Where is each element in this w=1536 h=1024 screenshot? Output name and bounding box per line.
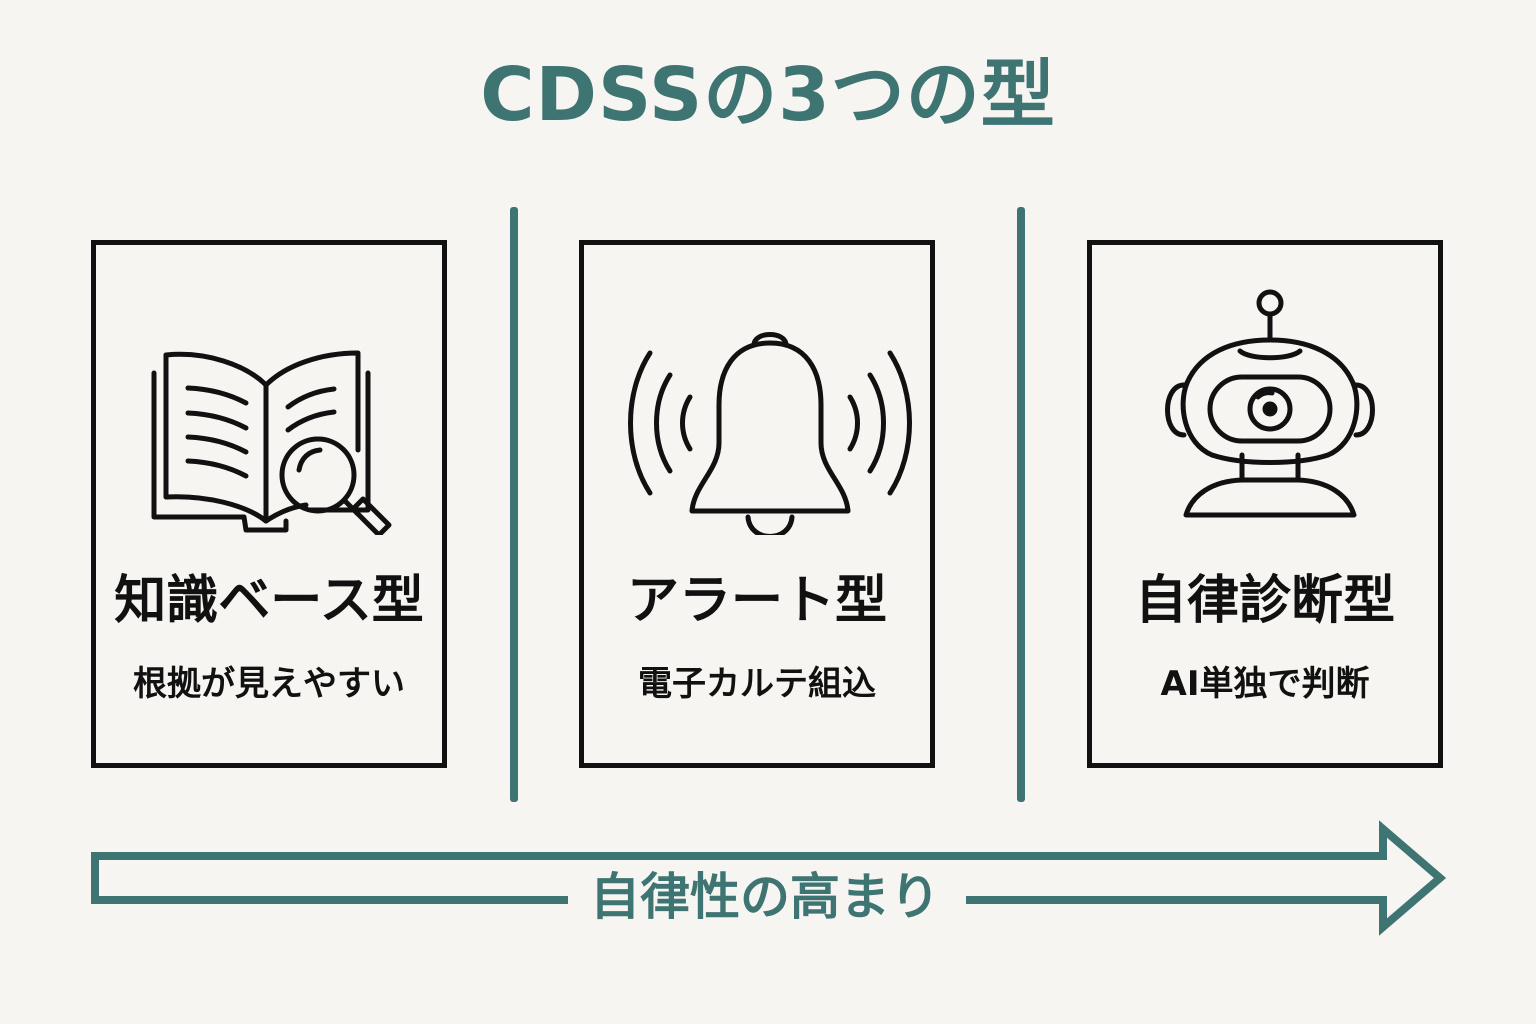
card-autonomous: 自律診断型 AI単独で判断: [1087, 240, 1443, 768]
card-title: 知識ベース型: [114, 571, 424, 631]
robot-icon: [1165, 289, 1375, 518]
arrow-label: 自律性の高まり: [590, 868, 940, 926]
divider-right: [1017, 207, 1025, 802]
card-subtitle: 電子カルテ組込: [638, 664, 876, 704]
ringing-bell-icon: [628, 332, 912, 535]
page-title: CDSSの3つの型: [480, 52, 1056, 138]
card-alert: アラート型 電子カルテ組込: [579, 240, 935, 768]
card-title: アラート型: [626, 571, 887, 631]
card-subtitle: 根拠が見えやすい: [133, 664, 405, 704]
divider-left: [510, 207, 518, 802]
card-knowledge-base: 知識ベース型 根拠が見えやすい: [91, 240, 447, 768]
card-subtitle: AI単独で判断: [1160, 664, 1370, 704]
card-title: 自律診断型: [1134, 571, 1395, 631]
book-magnifier-icon: [151, 350, 392, 535]
